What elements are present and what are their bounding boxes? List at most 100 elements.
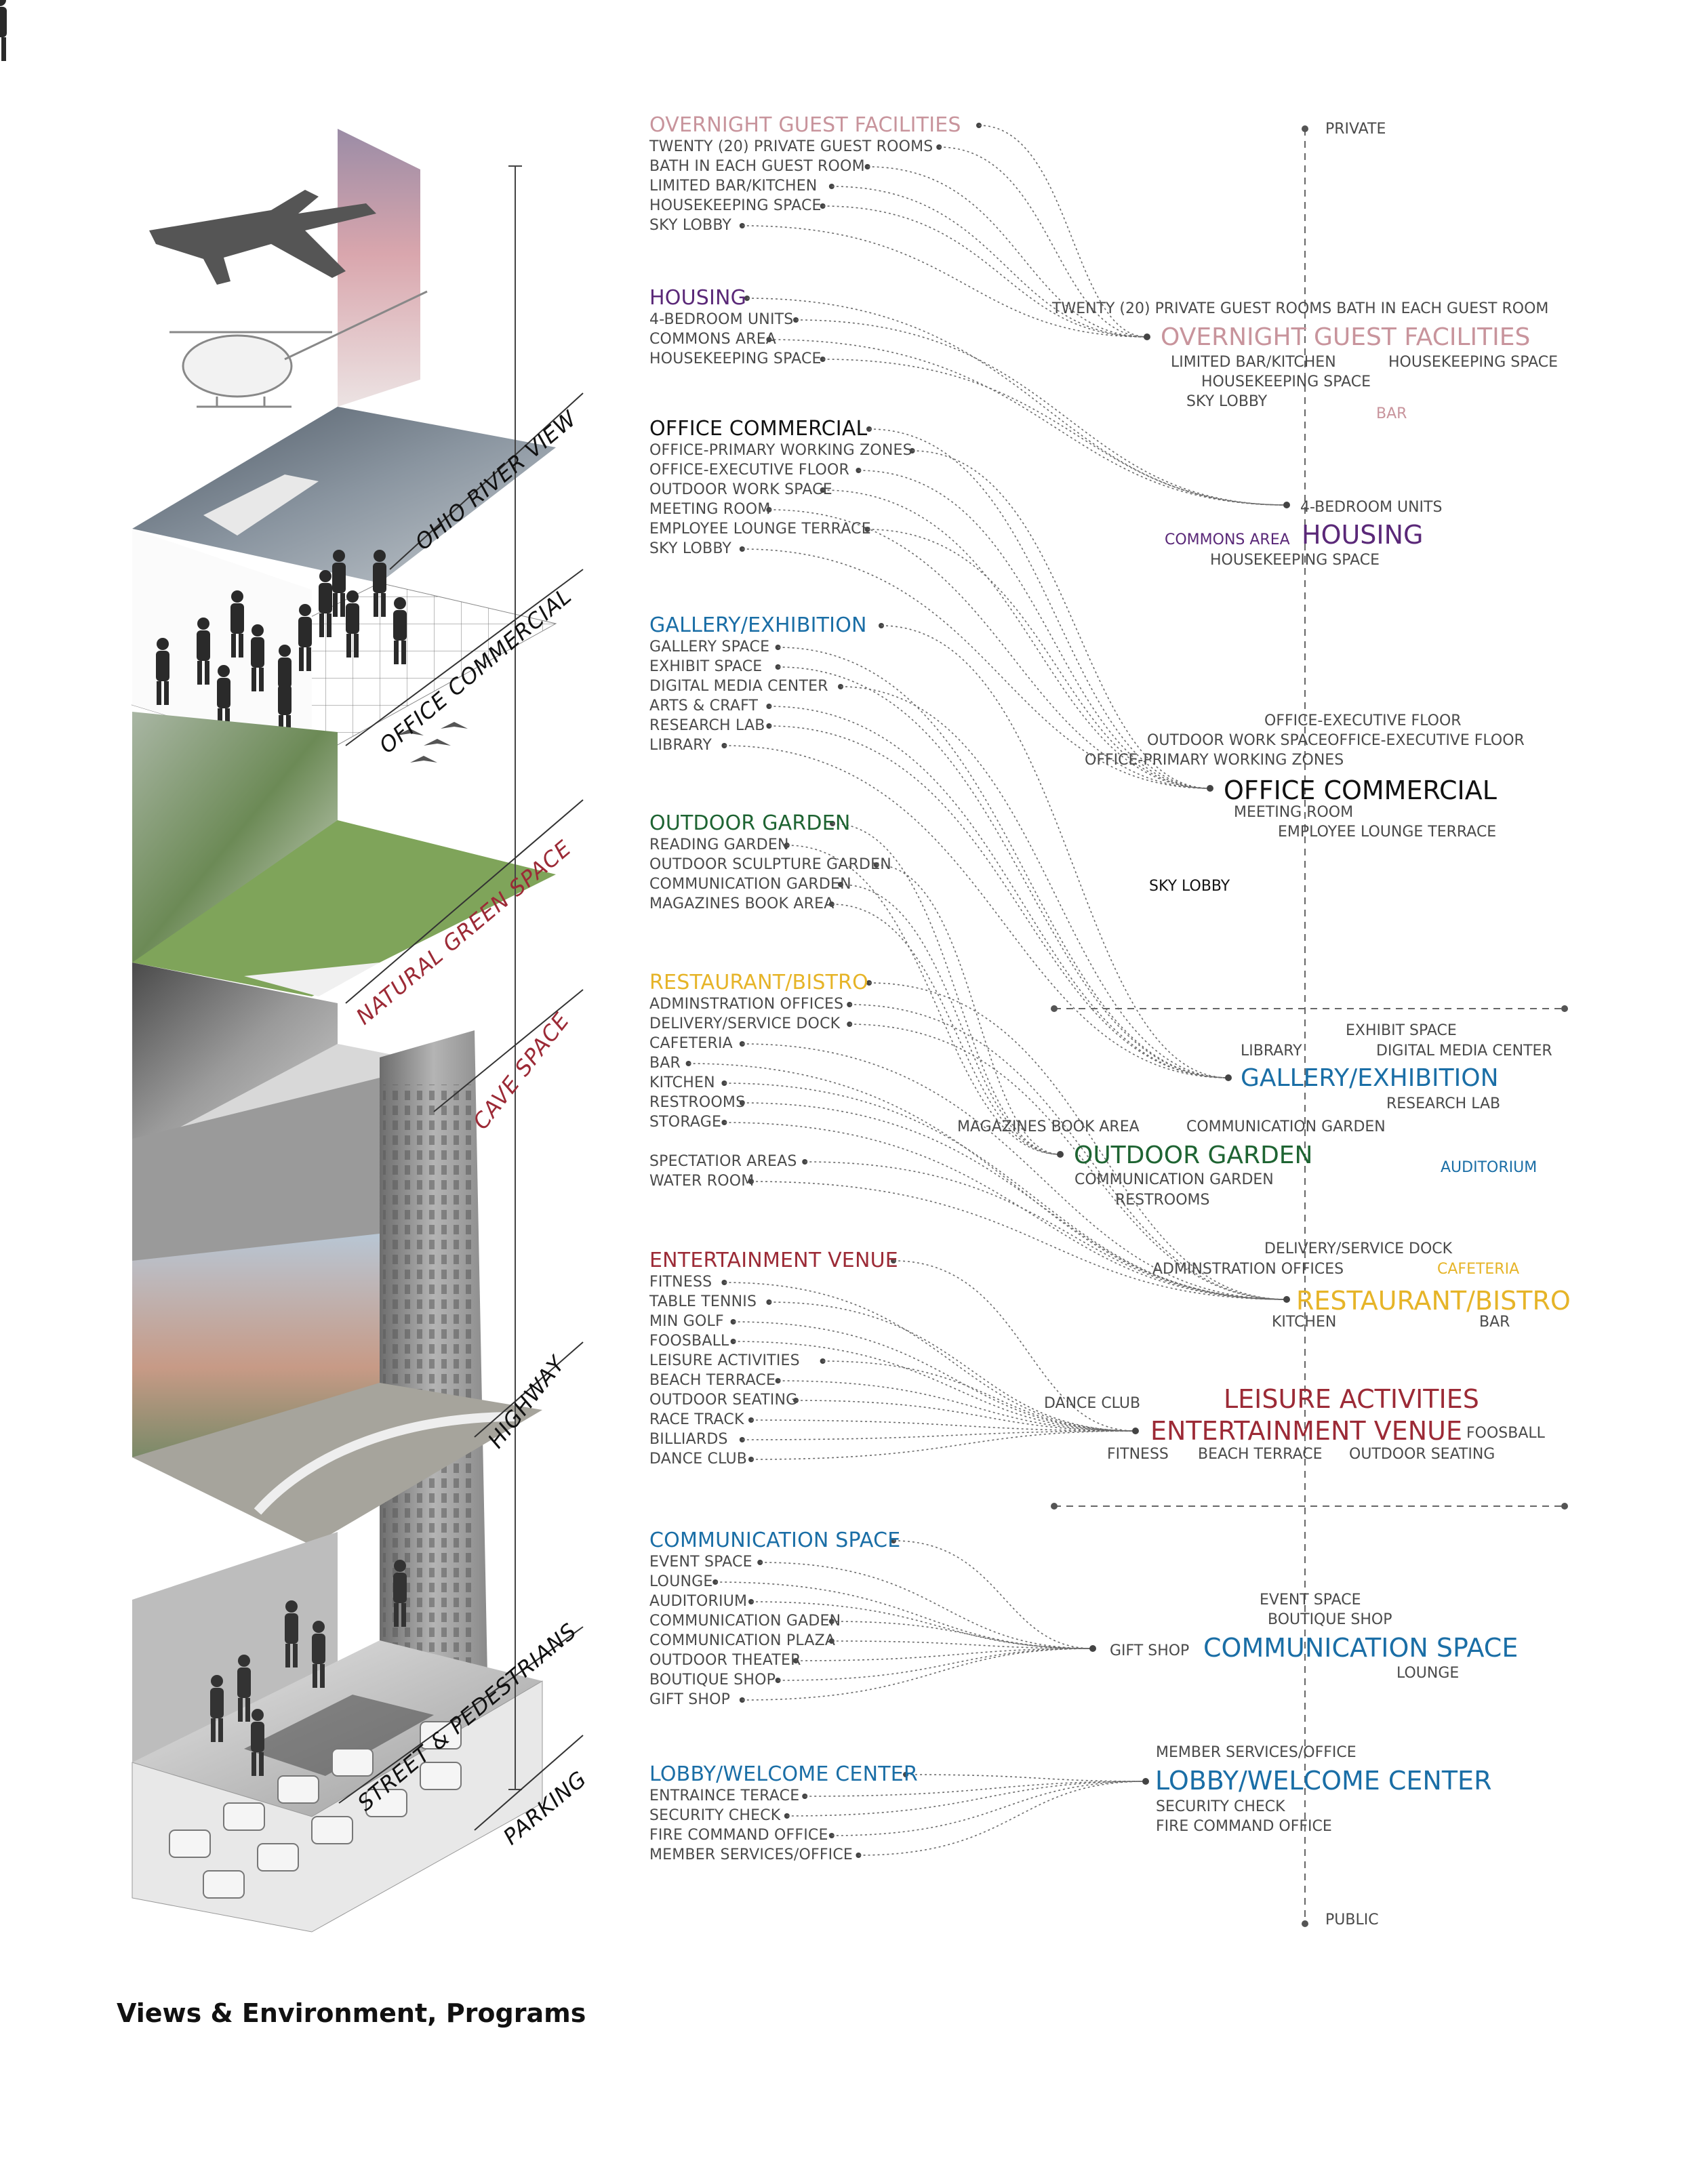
connector-wire: [778, 1649, 1093, 1680]
list-item-restaurant: SPECTATIOR AREAS: [649, 1154, 797, 1169]
cluster-label-communication: GIFT SHOP: [1110, 1644, 1189, 1659]
list-item-gallery: ARTS & CRAFT: [649, 699, 758, 714]
hub-dot: [1089, 1645, 1096, 1652]
axis-end-dot: [1302, 1920, 1308, 1927]
list-item-entertainment: TABLE TENNIS: [649, 1295, 757, 1310]
axis-private-label: PRIVATE: [1325, 122, 1386, 137]
cluster-label-lobby: FIRE COMMAND OFFICE: [1156, 1819, 1332, 1834]
connector-wire: [877, 865, 1060, 1154]
cluster-heading-office: OFFICE COMMERCIAL: [1224, 777, 1497, 803]
cluster-label-office: SKY LOBBY: [1149, 879, 1230, 894]
cluster-label-overnight: HOUSEKEEPING SPACE: [1201, 375, 1371, 390]
cluster-label-gallery: RESEARCH LAB: [1386, 1097, 1500, 1112]
cluster-label-entertainment: FOOSBALL: [1466, 1426, 1545, 1441]
list-item-office: OFFICE-PRIMARY WORKING ZONES: [649, 443, 912, 458]
list-item-entertainment: MIN GOLF: [649, 1314, 724, 1329]
cluster-label-overnight: LIMITED BAR/KITCHEN: [1171, 355, 1336, 370]
cluster-label-overnight: HOUSEKEEPING SPACE: [1388, 355, 1558, 370]
cluster-heading-communication: COMMUNICATION SPACE: [1203, 1635, 1518, 1661]
list-item-lobby: SECURITY CHECK: [649, 1808, 780, 1823]
cluster-label-entertainment: FITNESS: [1107, 1447, 1169, 1462]
cluster-label-restaurant: BAR: [1479, 1315, 1510, 1330]
list-item-office: MEETING ROOM: [649, 502, 771, 517]
hub-dot: [1132, 1428, 1139, 1434]
list-item-gallery: DIGITAL MEDIA CENTER: [649, 679, 828, 694]
cluster-label-communication: EVENT SPACE: [1260, 1593, 1361, 1608]
cluster-label-office: OFFICE-EXECUTIVE FLOOR: [1264, 714, 1462, 729]
list-item-communication: COMMUNICATION GADEN: [649, 1614, 841, 1629]
cluster-heading-restaurant: RESTAURANT/BISTRO: [1296, 1288, 1571, 1314]
list-heading-office: OFFICE COMMERCIAL: [649, 419, 867, 439]
list-item-housing: COMMONS AREA: [649, 332, 776, 347]
list-item-restaurant: ADMINSTRATION OFFICES: [649, 997, 843, 1012]
cluster-label-restaurant: KITCHEN: [1272, 1315, 1336, 1330]
cluster-heading-entertainment: ENTERTAINMENT VENUE: [1150, 1418, 1462, 1444]
cluster-label-garden: COMMUNICATION GARDEN: [1186, 1120, 1386, 1135]
list-heading-communication: COMMUNICATION SPACE: [649, 1531, 900, 1551]
list-item-restaurant: WATER ROOM: [649, 1174, 754, 1189]
list-heading-gallery: GALLERY/EXHIBITION: [649, 615, 867, 636]
cluster-label-restaurant: ADMINSTRATION OFFICES: [1152, 1262, 1344, 1277]
axis-public-label: PUBLIC: [1325, 1913, 1379, 1928]
cluster-label-housing: COMMONS AREA: [1165, 533, 1290, 548]
zone-divider-dot: [1561, 1503, 1568, 1510]
cluster-label-gallery: LIBRARY: [1241, 1044, 1302, 1059]
cluster-label-lobby: SECURITY CHECK: [1156, 1800, 1285, 1815]
cluster-label-restaurant: CAFETERIA: [1437, 1262, 1519, 1277]
cluster-label-office: OFFICE-PRIMARY WORKING ZONES: [1085, 753, 1344, 768]
list-item-gallery: LIBRARY: [649, 738, 712, 753]
cluster-heading-housing: HOUSING: [1302, 522, 1424, 548]
hub-dot: [1057, 1151, 1064, 1158]
cluster-label-entertainment: LEISURE ACTIVITIES: [1224, 1386, 1479, 1412]
cluster-label-office: OUTDOOR WORK SPACEOFFICE-EXECUTIVE FLOOR: [1147, 733, 1525, 748]
list-item-entertainment: OUTDOOR SEATING: [649, 1393, 797, 1408]
list-item-lobby: ENTRAINCE TERACE: [649, 1789, 799, 1804]
connector-wire: [832, 1781, 1146, 1836]
cluster-label-housing: 4-BEDROOM UNITS: [1300, 500, 1442, 515]
list-item-communication: AUDITORIUM: [649, 1594, 747, 1609]
connector-wire: [751, 1420, 1136, 1431]
connector-wire: [734, 1322, 1136, 1431]
list-heading-entertainment: ENTERTAINMENT VENUE: [649, 1251, 898, 1271]
hub-dot: [1225, 1074, 1232, 1081]
cluster-label-entertainment: BEACH TERRACE: [1198, 1447, 1323, 1462]
cluster-label-housing: HOUSEKEEPING SPACE: [1210, 553, 1380, 568]
list-item-communication: EVENT SPACE: [649, 1555, 752, 1570]
list-heading-overnight: OVERNIGHT GUEST FACILITIES: [649, 115, 961, 136]
connector-wire: [796, 1649, 1093, 1661]
zone-divider-dot: [1561, 1005, 1568, 1012]
connector-wire: [769, 510, 1210, 788]
list-item-restaurant: RESTROOMS: [649, 1095, 745, 1110]
list-item-communication: GIFT SHOP: [649, 1693, 730, 1707]
list-item-restaurant: BAR: [649, 1056, 681, 1071]
cluster-label-garden: COMMUNICATION GARDEN: [1074, 1173, 1274, 1188]
connector-wire: [868, 529, 1210, 788]
connector-wire: [906, 1775, 1146, 1781]
hub-dot: [1283, 502, 1290, 508]
list-item-lobby: MEMBER SERVICES/OFFICE: [649, 1848, 853, 1863]
list-item-restaurant: STORAGE: [649, 1115, 721, 1130]
list-heading-lobby: LOBBY/WELCOME CENTER: [649, 1764, 918, 1785]
list-item-housing: HOUSEKEEPING SPACE: [649, 352, 822, 367]
list-item-gallery: EXHIBIT SPACE: [649, 660, 762, 674]
list-item-entertainment: BILLIARDS: [649, 1432, 728, 1447]
hub-dot: [1207, 785, 1213, 792]
list-item-entertainment: DANCE CLUB: [649, 1452, 747, 1467]
connector-wire: [893, 1541, 1093, 1649]
cluster-label-garden: RESTROOMS: [1115, 1193, 1209, 1208]
list-item-overnight: TWENTY (20) PRIVATE GUEST ROOMS: [649, 140, 933, 155]
list-item-overnight: BATH IN EACH GUEST ROOM: [649, 159, 865, 174]
cluster-label-restaurant: DELIVERY/SERVICE DOCK: [1264, 1242, 1452, 1257]
list-item-office: OFFICE-EXECUTIVE FLOOR: [649, 463, 849, 478]
zone-divider-dot: [1051, 1503, 1058, 1510]
list-item-communication: LOUNGE: [649, 1575, 713, 1590]
cluster-label-overnight: BAR: [1376, 407, 1407, 422]
cluster-label-gallery: DIGITAL MEDIA CENTER: [1376, 1044, 1552, 1059]
connector-wire: [787, 1781, 1146, 1816]
connector-wire: [841, 885, 1060, 1154]
list-item-housing: 4-BEDROOM UNITS: [649, 312, 793, 327]
list-item-communication: OUTDOOR THEATER: [649, 1653, 801, 1668]
cluster-heading-gallery: GALLERY/EXHIBITION: [1241, 1066, 1499, 1091]
cluster-label-lobby: MEMBER SERVICES/OFFICE: [1156, 1745, 1357, 1760]
list-item-office: SKY LOBBY: [649, 542, 731, 557]
